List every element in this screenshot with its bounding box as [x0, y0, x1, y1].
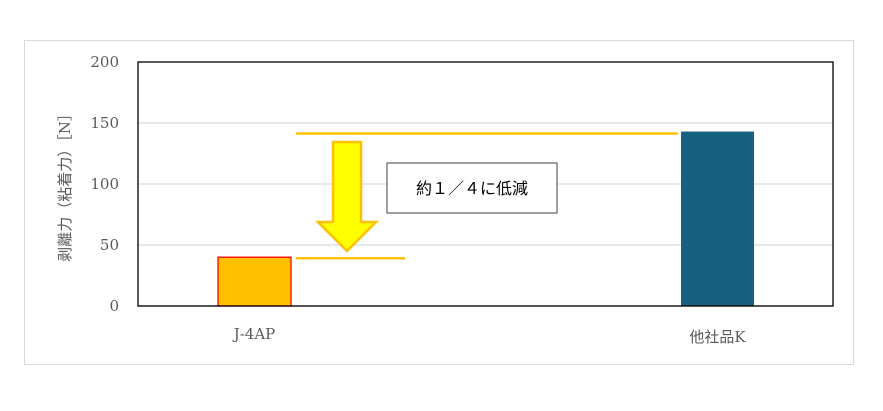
y-tick-label: 50: [100, 236, 119, 254]
plot-area-border: [137, 61, 834, 307]
chart-frame: [24, 40, 854, 365]
annotation-text: 約１／４に低減: [416, 179, 528, 198]
y-tick-label: 150: [90, 114, 119, 132]
bar-0: [217, 256, 292, 307]
x-tick-label: 他社品K: [689, 328, 746, 346]
bar-1: [681, 131, 754, 306]
down-arrow-icon: [314, 140, 380, 253]
y-tick-label: 200: [90, 53, 119, 71]
y-tick-label: 0: [109, 297, 119, 315]
x-tick-label: J-4AP: [232, 325, 276, 343]
annotation-box: [386, 162, 558, 214]
y-axis-label: 剥離力（粘着力）［N］: [56, 106, 74, 262]
y-tick-label: 100: [90, 175, 119, 193]
